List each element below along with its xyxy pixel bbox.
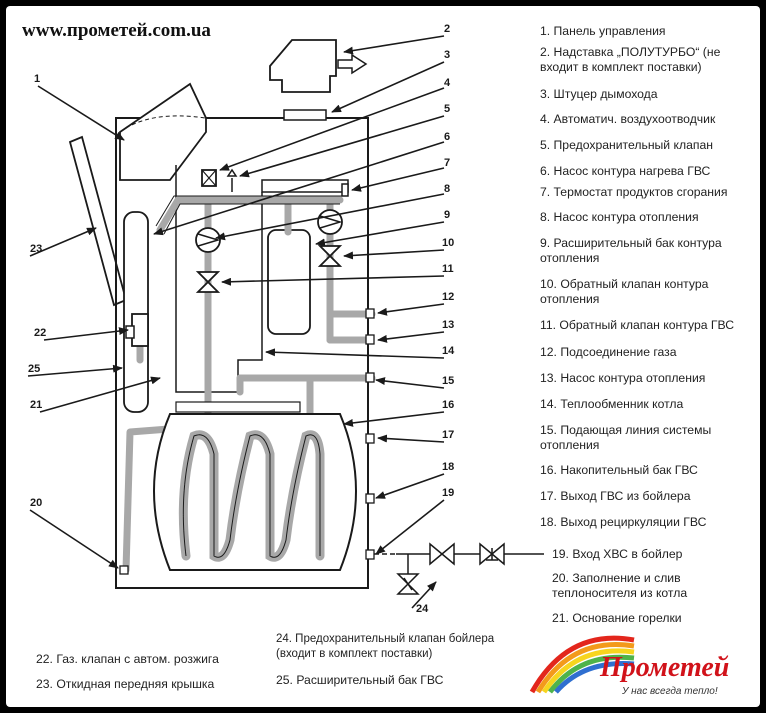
callout-20: 20 bbox=[30, 497, 42, 509]
callout-18: 18 bbox=[442, 461, 454, 473]
logo-slogan: У нас всегда тепло! bbox=[622, 686, 718, 697]
legend-item: 12. Подсоединение газа bbox=[540, 345, 677, 359]
safety-valve bbox=[226, 168, 238, 192]
legend-item: 20. Заполнение и слив теплоносителя из к… bbox=[552, 571, 688, 600]
callout-2: 2 bbox=[444, 23, 450, 35]
callout-21: 21 bbox=[30, 399, 42, 411]
logo-name: Прометей bbox=[600, 652, 730, 683]
callout-11: 11 bbox=[442, 263, 454, 275]
dhw-pump bbox=[195, 227, 221, 253]
prometei-logo bbox=[529, 635, 635, 694]
dhw-recirc-connection bbox=[365, 493, 375, 504]
semiturbo-attachment bbox=[269, 39, 337, 93]
heating-flow-connection bbox=[365, 372, 375, 383]
gas-connection bbox=[365, 308, 375, 319]
callout-23: 23 bbox=[30, 243, 42, 255]
gas-valve-knob bbox=[125, 325, 135, 339]
front-cover bbox=[68, 135, 128, 307]
legend-item: 14. Теплообменник котла bbox=[540, 397, 684, 411]
heating-check-valve bbox=[317, 245, 343, 267]
leader-lines bbox=[27, 35, 445, 609]
callout-10: 10 bbox=[442, 237, 454, 249]
flue-thermostat bbox=[341, 183, 349, 197]
control-panel-dashes bbox=[119, 115, 206, 133]
legend-item: 9. Расширительный бак контура отопления bbox=[540, 236, 722, 265]
callout-3: 3 bbox=[444, 49, 450, 61]
rainbow-arc-green bbox=[548, 654, 635, 694]
burner-base bbox=[175, 401, 301, 413]
legend-item: 23. Откидная передняя крышка bbox=[36, 677, 215, 691]
legend-item: 17. Выход ГВС из бойлера bbox=[540, 489, 691, 503]
legend-item: 4. Автоматич. воздухоотводчик bbox=[540, 112, 716, 126]
drain-connection bbox=[119, 565, 129, 575]
callout-19: 19 bbox=[442, 487, 454, 499]
legend-item: 25. Расширительный бак ГВС bbox=[276, 673, 444, 687]
site-url: www.прометей.com.ua bbox=[22, 20, 211, 41]
legend-item: 19. Вход ХВС в бойлер bbox=[552, 547, 683, 561]
callout-13: 13 bbox=[442, 319, 454, 331]
legend-item: 5. Предохранительный клапан bbox=[540, 138, 713, 152]
callout-9: 9 bbox=[444, 209, 450, 221]
callout-25: 25 bbox=[28, 363, 40, 375]
legend-item: 1. Панель управления bbox=[540, 24, 666, 38]
legend-item: 2. Надставка „ПОЛУТУРБО“ (не входит в ко… bbox=[540, 45, 721, 74]
callout-22: 22 bbox=[34, 327, 46, 339]
air-vent-cross bbox=[201, 169, 217, 187]
callout-5: 5 bbox=[444, 103, 450, 115]
legend-item: 7. Термостат продуктов сгорания bbox=[540, 185, 728, 199]
callout-6: 6 bbox=[444, 131, 450, 143]
rainbow-arc-orange bbox=[535, 642, 635, 694]
legend-item: 21. Основание горелки bbox=[552, 611, 682, 625]
callout-14: 14 bbox=[442, 345, 455, 357]
boiler-casing bbox=[115, 117, 369, 589]
exhaust-arrow bbox=[337, 53, 368, 75]
heating-pump bbox=[317, 209, 343, 235]
legend-item: 11. Обратный клапан контура ГВС bbox=[540, 318, 735, 332]
tank-coil-outline bbox=[182, 434, 321, 558]
legend-item: 6. Насос контура нагрева ГВС bbox=[540, 164, 711, 178]
legend-item: 24. Предохранительный клапан бойлера (вх… bbox=[276, 633, 495, 660]
legend-item: 13. Насос контура отопления bbox=[540, 371, 706, 385]
control-panel bbox=[119, 82, 207, 181]
rainbow-arc-yellow bbox=[541, 648, 635, 694]
pipe-outlines bbox=[155, 195, 342, 235]
callout-4: 4 bbox=[444, 77, 451, 89]
callout-12: 12 bbox=[442, 291, 454, 303]
callout-16: 16 bbox=[442, 399, 454, 411]
dhw-outlet-connection bbox=[365, 433, 375, 444]
legend-item: 15. Подающая линия системы отопления bbox=[540, 423, 712, 452]
callout-17: 17 bbox=[442, 429, 454, 441]
legend-item: 18. Выход рециркуляции ГВС bbox=[540, 515, 707, 529]
legend-item: 8. Насос контура отопления bbox=[540, 210, 699, 224]
cold-inlet-connection bbox=[365, 549, 375, 560]
heating-expansion-tank bbox=[267, 229, 311, 335]
rainbow-arc-blue bbox=[554, 661, 635, 694]
dhw-check-valve bbox=[195, 271, 221, 293]
boiler-safety-valve-group bbox=[374, 542, 544, 595]
callout-1: 1 bbox=[34, 73, 40, 85]
legend-item: 22. Газ. клапан с автом. розжига bbox=[36, 652, 219, 666]
legend-item: 3. Штуцер дымохода bbox=[540, 87, 658, 101]
flue-spigot bbox=[283, 109, 327, 121]
callout-15: 15 bbox=[442, 375, 454, 387]
heating-return-connection bbox=[365, 334, 375, 345]
legend-item: 10. Обратный клапан контура отопления bbox=[540, 277, 709, 306]
callout-7: 7 bbox=[444, 157, 450, 169]
legend-item: 16. Накопительный бак ГВС bbox=[540, 463, 698, 477]
callout-24: 24 bbox=[416, 603, 429, 615]
rainbow-arc-red bbox=[529, 635, 635, 694]
callout-labels: 1 2 3 4 5 6 7 8 9 10 11 12 13 14 15 16 1… bbox=[28, 23, 455, 615]
callout-8: 8 bbox=[444, 183, 450, 195]
